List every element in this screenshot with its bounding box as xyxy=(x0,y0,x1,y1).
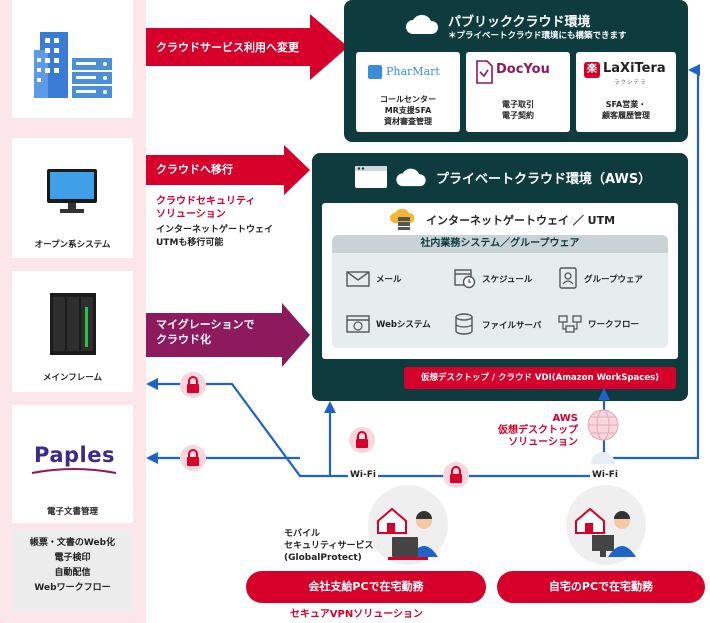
vpn-solution-label: セキュアVPNソリューション xyxy=(290,609,424,620)
aws-vdi-line2: 仮想デスクトップ xyxy=(498,425,578,436)
app-fileserver-label: ファイルサーバ xyxy=(482,321,542,331)
lock-icon xyxy=(349,427,375,453)
service-pharmart[interactable]: PharMart コールセンター MR支援SFA 資材審査管理 xyxy=(356,52,460,132)
open-system-card: オープン系システム xyxy=(12,138,133,258)
private-cloud-title: プライベートクラウド環境（AWS） xyxy=(436,172,652,187)
service-laxitera[interactable]: 楽 LaXiTera ラクシテラ SFA営業・ 顧客履歴管理 xyxy=(576,52,676,132)
paples-card: Paples 電子文書管理 xyxy=(12,405,133,523)
vdi-bar[interactable]: 仮想デスクトップ / クラウド VDI(Amazon WorkSpaces) xyxy=(404,367,676,389)
mobile-security-line1: モバイル xyxy=(284,529,321,539)
laxitera-line1: SFA営業・ xyxy=(605,100,647,109)
app-schedule-label: スケジュール xyxy=(482,275,533,285)
pharmart-logo: PharMart xyxy=(366,62,450,84)
lock-icon xyxy=(180,372,206,398)
docyou-mark-icon xyxy=(476,60,493,84)
arrow-to-public-label: クラウドサービス利用へ変更 xyxy=(156,41,299,54)
arrow-to-private xyxy=(146,145,310,195)
pharmart-line2: MR支援SFA xyxy=(384,106,432,115)
service-docyou[interactable]: DocYou 電子取引 電子契約 xyxy=(466,52,570,132)
mainframe-caption: メインフレーム xyxy=(43,373,102,383)
home-worker-company-pc-icon xyxy=(368,485,448,565)
private-cloud-box: プライベートクラウド環境（AWS） インターネットゲートウェイ ／ UTM 社内… xyxy=(312,153,688,401)
app-workflow-label: ワークフロー xyxy=(588,320,640,330)
wifi-icon xyxy=(591,452,615,464)
pharmart-logo-text: PharMart xyxy=(386,65,440,78)
pharmart-line3: 資材審査管理 xyxy=(384,117,432,126)
laxitera-logo-text: LaXiTera xyxy=(603,61,666,76)
laxitera-logo-subtext: ラクシテラ xyxy=(614,80,647,86)
wifi-right-label: Wi-Fi xyxy=(590,470,620,480)
globe-icon xyxy=(587,409,619,441)
address-book-icon xyxy=(559,267,577,289)
company-pc-button[interactable]: 会社支給PCで在宅勤務 xyxy=(246,571,486,603)
pharmart-line1: コールセンター xyxy=(380,95,436,104)
feature-1: 帳票・文書のWeb化 xyxy=(29,538,116,548)
business-systems-panel: 社内業務システム／グループウェア メール スケジュール xyxy=(332,235,668,348)
gateway-note-line2: UTMも移行可能 xyxy=(156,238,224,248)
docyou-line1: 電子取引 xyxy=(502,100,534,109)
feature-4: Webワークフロー xyxy=(34,583,111,593)
cloud-icon xyxy=(406,14,439,34)
aws-vdi-line3: ソリューション xyxy=(508,437,578,448)
lock-icon xyxy=(443,462,469,488)
open-system-caption: オープン系システム xyxy=(34,240,111,250)
mainframe-card: メインフレーム xyxy=(12,271,133,392)
gateway-label: インターネットゲートウェイ ／ UTM xyxy=(426,214,616,227)
public-cloud-box: パブリッククラウド環境 ＊プライベートクラウド環境にも構築できます PharMa… xyxy=(344,0,688,142)
feature-3: 自動配信 xyxy=(54,568,91,578)
paples-logo: Paples xyxy=(34,443,115,467)
migration-line2: クラウド化 xyxy=(156,333,211,346)
home-pc-button[interactable]: 自宅のPCで在宅勤務 xyxy=(497,571,705,603)
docyou-line2: 電子契約 xyxy=(502,111,534,120)
docyou-logo-text: DocYou xyxy=(496,62,550,77)
paples-swoosh-icon xyxy=(31,468,117,474)
cloud-icon xyxy=(396,168,426,187)
calendar-clock-icon xyxy=(454,269,476,289)
app-websystem-label: Webシステム xyxy=(376,320,431,330)
workflow-icon xyxy=(558,315,582,333)
public-cloud-title: パブリッククラウド環境 xyxy=(448,15,591,30)
database-icon xyxy=(455,313,473,335)
pharmart-mark-icon xyxy=(368,65,382,79)
monitor-icon xyxy=(47,169,97,213)
envelope-icon xyxy=(346,271,370,287)
legacy-server-card xyxy=(12,0,133,118)
building-server-icon xyxy=(34,32,112,98)
migration-line1: マイグレーションで xyxy=(156,318,255,331)
app-mail-label: メール xyxy=(376,275,402,285)
home-worker-own-pc-icon xyxy=(566,485,646,565)
gateway-note-line1: インターネットゲートウェイ xyxy=(156,225,274,235)
gateway-cloud-server-icon xyxy=(390,208,415,230)
arrow-to-public xyxy=(146,14,348,80)
mobile-security-line3: (GlobalProtect) xyxy=(284,553,362,563)
public-cloud-subtitle: ＊プライベートクラウド環境にも構築できます xyxy=(448,31,627,41)
cloud-security-line2: ソリューション xyxy=(156,209,226,220)
app-groupware-label: グループウェア xyxy=(584,275,643,285)
cloud-security-line1: クラウドセキュリティ xyxy=(156,196,256,207)
laxitera-line2: 顧客履歴管理 xyxy=(602,111,650,120)
wifi-left-label: Wi-Fi xyxy=(348,470,378,480)
private-cloud-inner: インターネットゲートウェイ ／ UTM 社内業務システム／グループウェア メール… xyxy=(322,203,678,359)
laxitera-mark-icon: 楽 xyxy=(584,62,600,78)
paples-caption: 電子文書管理 xyxy=(46,507,98,517)
browser-window-icon xyxy=(355,166,387,188)
paples-features: 帳票・文書のWeb化 電子検印 自動配信 Webワークフロー xyxy=(12,530,133,612)
web-browser-icon xyxy=(346,315,370,333)
business-systems-title: 社内業務システム／グループウェア xyxy=(332,235,668,253)
mainframe-icon xyxy=(50,293,96,355)
aws-vdi-line1: AWS xyxy=(552,413,578,424)
arrow-migration xyxy=(146,303,310,367)
mobile-security-line2: セキュリティサービス xyxy=(284,541,374,551)
lock-icon xyxy=(180,445,206,471)
arrow-to-private-label: クラウドへ移行 xyxy=(156,163,233,176)
feature-2: 電子検印 xyxy=(54,553,91,563)
